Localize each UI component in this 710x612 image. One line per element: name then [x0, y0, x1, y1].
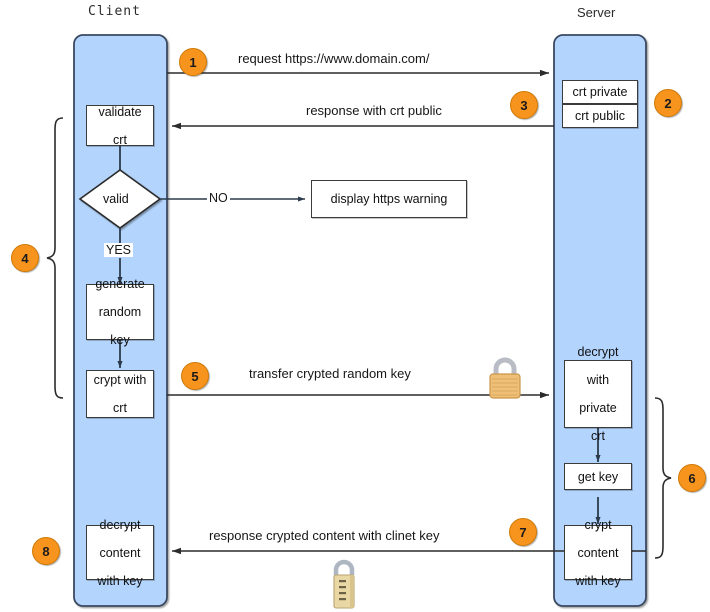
- step-badge-3[interactable]: 3: [510, 91, 538, 119]
- node-line: content: [99, 545, 141, 560]
- node-line: validate: [98, 104, 142, 119]
- node-validate-crt[interactable]: validate crt: [86, 104, 154, 147]
- step-badge-1[interactable]: 1: [179, 48, 207, 76]
- node-line: crt: [113, 401, 127, 415]
- node-line: key: [110, 333, 130, 347]
- node-line: crt: [113, 132, 127, 147]
- node-line: with key: [97, 573, 143, 588]
- node-decrypt-content-with-key[interactable]: decrypt content with key: [86, 518, 154, 588]
- node-get-key[interactable]: get key: [564, 463, 632, 490]
- node-crt-private[interactable]: crt private: [562, 80, 638, 104]
- message-label-transfer-crypted-random-key: transfer crypted random key: [249, 366, 411, 381]
- step-badge-5[interactable]: 5: [181, 362, 209, 390]
- decision-valid-label: valid: [103, 192, 129, 206]
- node-line: private: [579, 401, 617, 415]
- brace-step-4: [46, 117, 64, 399]
- node-crypt-with-crt[interactable]: crypt with crt: [86, 370, 154, 418]
- node-line: crt private: [572, 85, 628, 99]
- node-line: content: [577, 545, 619, 560]
- node-line: display https warning: [330, 192, 448, 206]
- step-badge-6[interactable]: 6: [678, 464, 706, 492]
- node-generate-random-key[interactable]: generate random key: [86, 277, 154, 347]
- node-line: random: [98, 305, 142, 319]
- message-label-response-crt-public: response with crt public: [306, 103, 442, 118]
- lane-title-server: Server: [577, 5, 616, 20]
- padlock-combination-icon: [333, 559, 355, 609]
- step-badge-8[interactable]: 8: [32, 537, 60, 565]
- node-line: get key: [577, 469, 619, 484]
- node-line: decrypt: [577, 345, 619, 359]
- brace-step-6: [654, 397, 672, 559]
- node-line: with key: [575, 573, 621, 588]
- client-flow-connectors: [78, 146, 306, 369]
- decision-yes-label: YES: [104, 243, 134, 257]
- message-label-response-crypted-content: response crypted content with clinet key: [209, 528, 440, 543]
- node-line: generate: [95, 277, 145, 291]
- step-badge-7[interactable]: 7: [509, 518, 537, 546]
- lane-title-client: Client: [88, 4, 141, 19]
- step-badge-4[interactable]: 4: [11, 244, 39, 272]
- message-label-request: request https://www.domain.com/: [238, 51, 430, 66]
- node-display-https-warning[interactable]: display https warning: [311, 180, 467, 218]
- node-crt-public[interactable]: crt public: [562, 104, 638, 128]
- node-line: crypt: [584, 517, 612, 532]
- decision-no-label: NO: [207, 191, 230, 205]
- node-line: crypt with: [93, 373, 147, 387]
- step-badge-2[interactable]: 2: [654, 89, 682, 117]
- padlock-closed-icon: [489, 357, 521, 399]
- node-line: crt: [591, 429, 605, 443]
- node-line: with: [586, 373, 610, 387]
- node-line: crt public: [574, 109, 626, 123]
- node-crypt-content-with-key[interactable]: crypt content with key: [564, 518, 632, 588]
- node-line: decrypt: [99, 517, 141, 532]
- node-decrypt-with-private-crt[interactable]: decrypt with private crt: [564, 345, 632, 443]
